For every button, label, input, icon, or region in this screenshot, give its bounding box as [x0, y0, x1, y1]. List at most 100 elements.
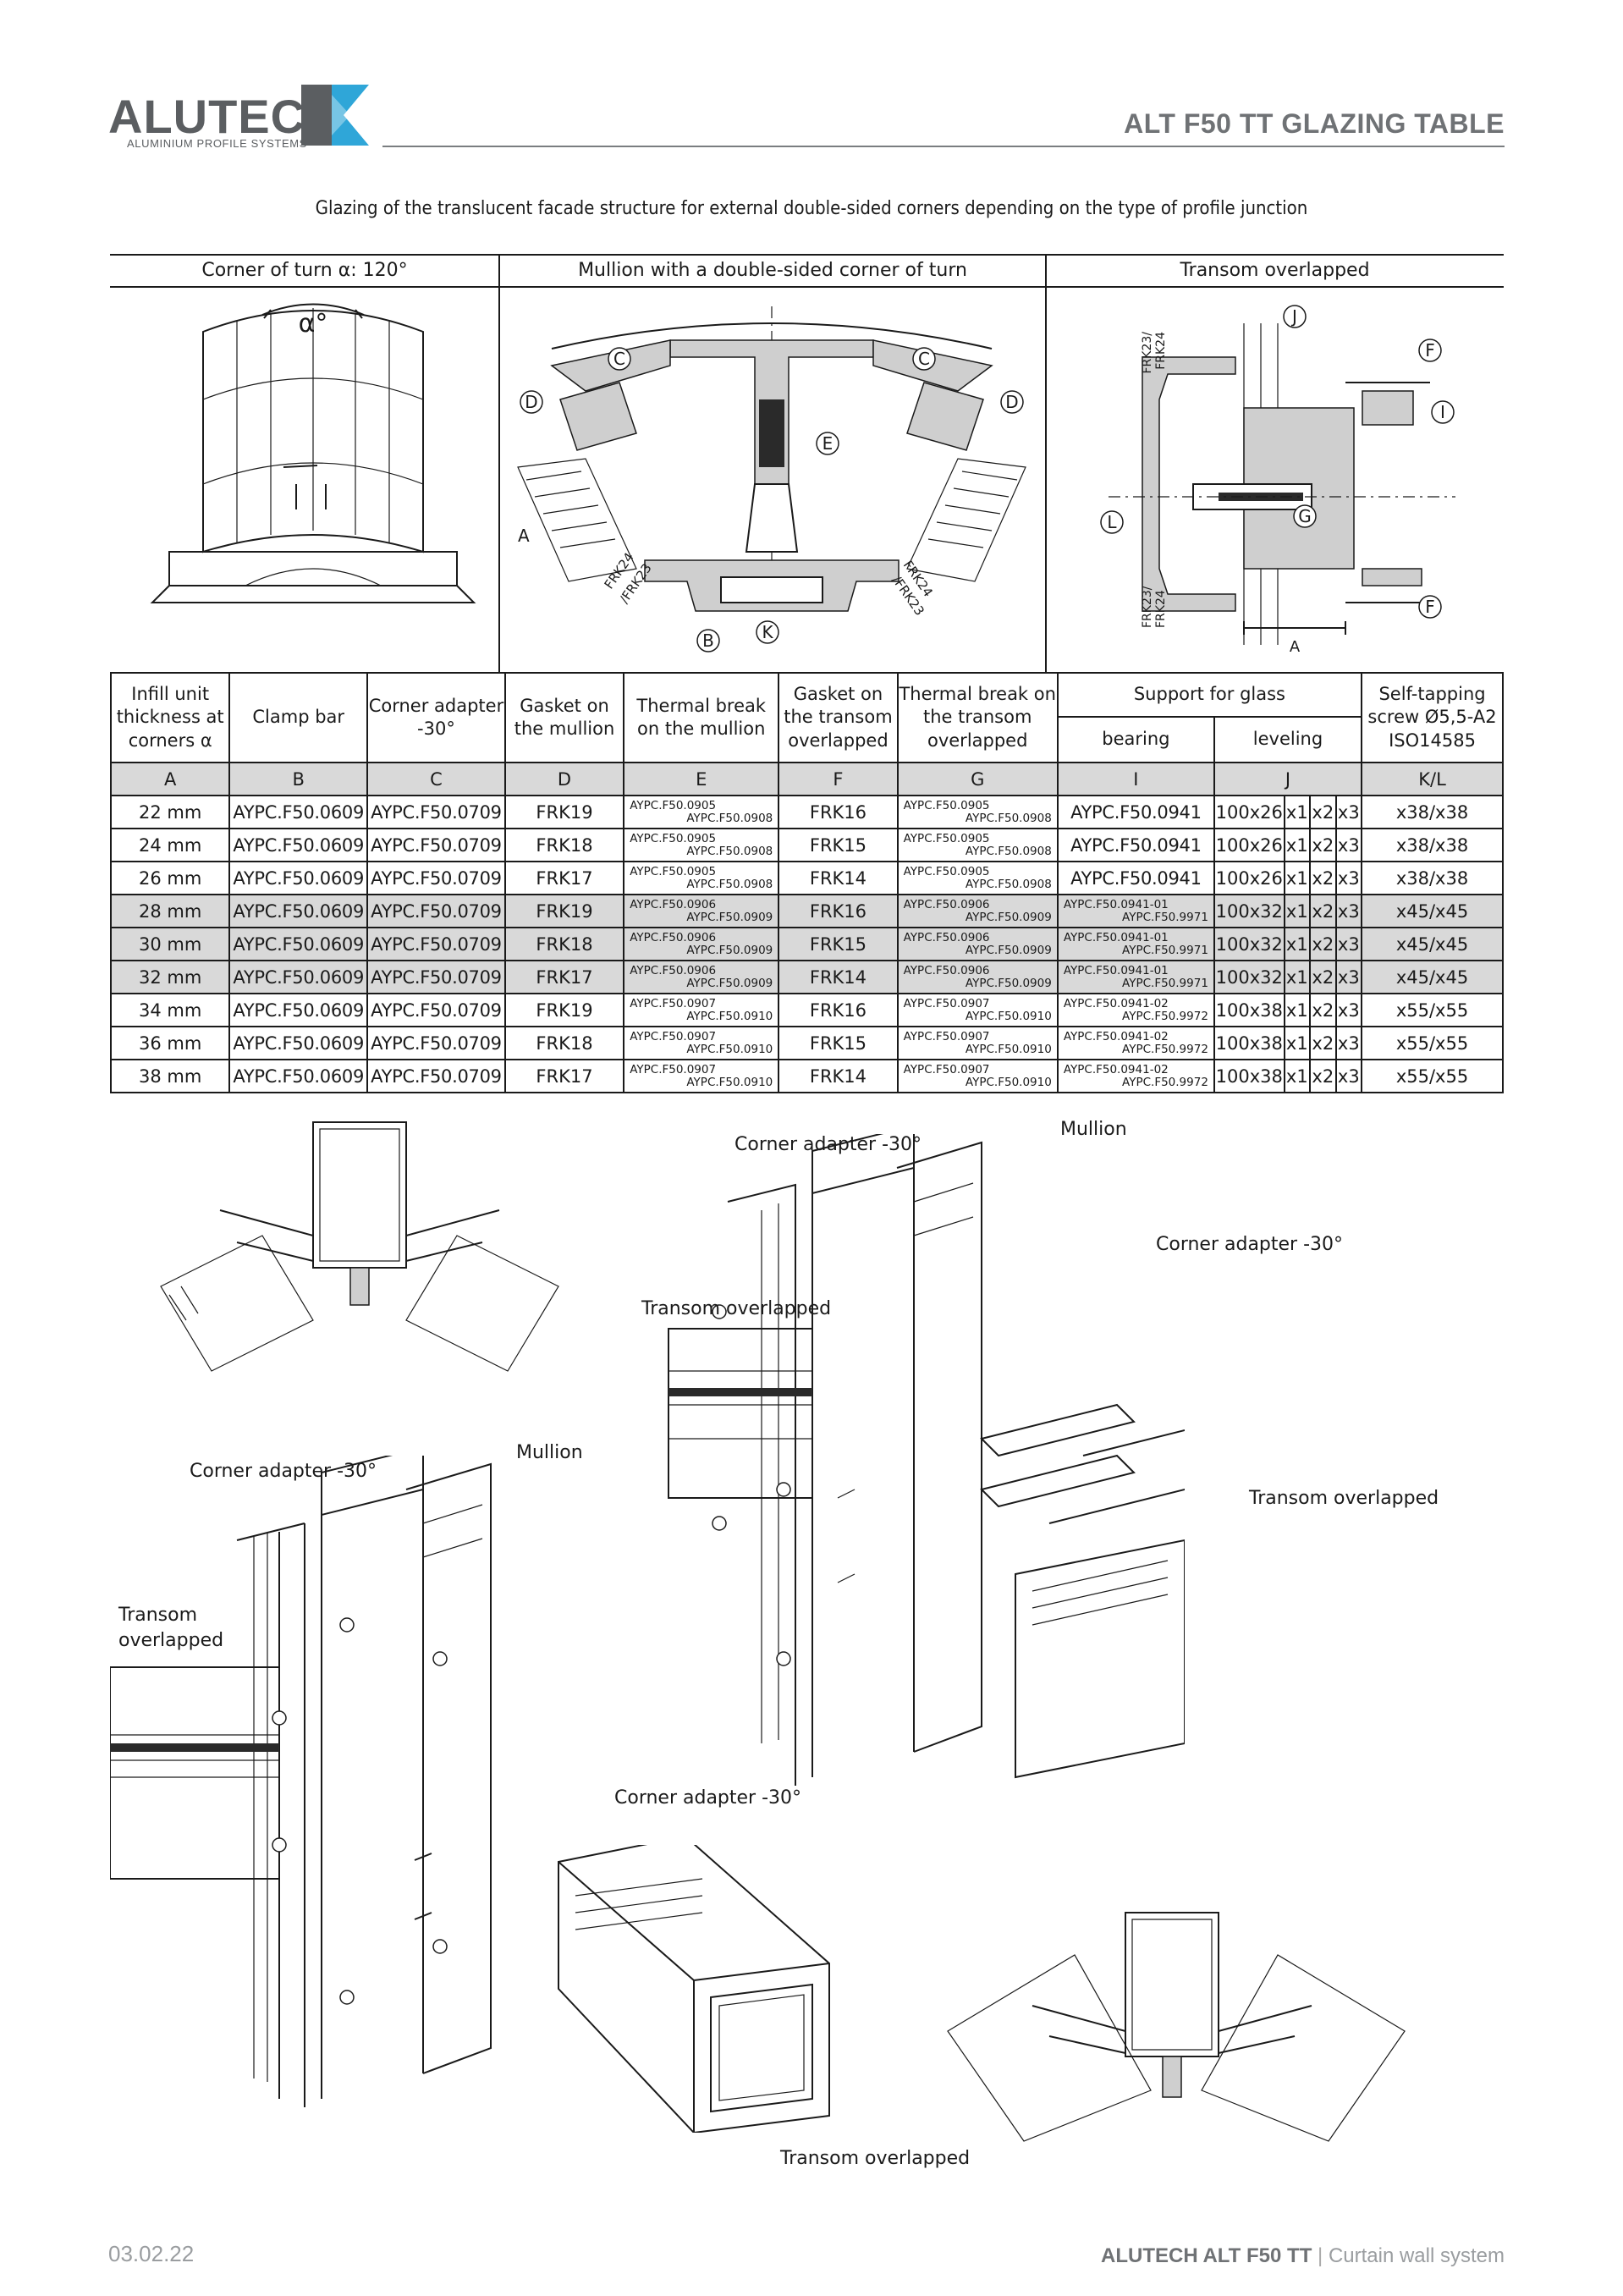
label-transom-line1: Transom [118, 1605, 198, 1626]
part-code: AYPC.F50.0909 [965, 910, 1052, 924]
header-infill: Infill unit thickness at corners α [109, 672, 231, 763]
table-cell: x3 [1334, 894, 1363, 928]
document-title: ALT F50 TT GLAZING TABLE [1124, 108, 1505, 139]
part-code: AYPC.F50.0907 [903, 1030, 990, 1044]
letter-cell: F [778, 762, 899, 796]
table-cell: AYPC.F50.0709 [366, 894, 506, 928]
svg-text:A: A [1290, 638, 1301, 656]
table-cell: FRK15 [778, 828, 899, 862]
part-code: AYPC.F50.9971 [1122, 943, 1208, 957]
letter-cell: J [1213, 762, 1363, 796]
glazing-table: Infill unit thickness at corners α Clamp… [109, 672, 1504, 1093]
letter-cell: D [503, 762, 625, 796]
svg-text:L: L [1107, 512, 1117, 532]
table-cell: x2 [1309, 861, 1337, 895]
part-code: AYPC.F50.0905 [630, 865, 717, 879]
dim-a-label: A [518, 526, 530, 546]
label-corner-adapter: Corner adapter -30° [190, 1461, 377, 1482]
footer-brand-name: ALUTECH ALT F50 TT [1101, 2244, 1312, 2267]
table-cell: AYPC.F50.0709 [366, 927, 506, 961]
part-code: AYPC.F50.0906 [903, 931, 990, 945]
table-cell: x3 [1334, 828, 1363, 862]
corner-plan-diagram-top [160, 1121, 559, 1372]
part-code: AYPC.F50.0908 [965, 844, 1052, 858]
table-cell: 100x32 [1213, 894, 1285, 928]
table-cell: AYPC.F50.0941 [1056, 861, 1215, 895]
part-code: AYPC.F50.0907 [630, 997, 717, 1011]
part-code: AYPC.F50.9972 [1122, 1042, 1208, 1056]
table-cell: AYPC.F50.0609 [228, 894, 369, 928]
table-cell: 32 mm [109, 960, 231, 994]
table-cell: AYPC.F50.0609 [228, 861, 369, 895]
footer-brand: ALUTECH ALT F50 TT | Curtain wall system [1101, 2244, 1505, 2268]
part-code: AYPC.F50.9971 [1122, 976, 1208, 990]
header-clamp: Clamp bar [228, 672, 369, 763]
table-cell: x1 [1283, 828, 1312, 862]
table-cell: 100x32 [1213, 960, 1285, 994]
table-cell: AYPC.F50.0609 [228, 795, 369, 829]
transom-section-diagram: A J F I G L F FRK23/ FRK24 FRK23/ FRK24 [1100, 305, 1455, 656]
table-cell: 24 mm [109, 828, 231, 862]
svg-text:C: C [918, 349, 930, 369]
part-code: AYPC.F50.9972 [1122, 1009, 1208, 1023]
header-row: Infill unit thickness at corners α Clamp… [109, 672, 1504, 763]
table-cell: FRK17 [503, 1059, 625, 1093]
part-code: AYPC.F50.0906 [903, 898, 990, 912]
svg-text:FRK23/: FRK23/ [1141, 332, 1154, 374]
table-cell: FRK18 [503, 927, 625, 961]
table-cell: x1 [1283, 1026, 1312, 1060]
table-cell: x2 [1309, 795, 1337, 829]
part-code: AYPC.F50.0908 [965, 811, 1052, 825]
corner-turn-diagram: α° [150, 303, 476, 603]
table-cell: FRK19 [503, 993, 625, 1027]
table-cell: FRK14 [778, 960, 899, 994]
table-cell: x38/x38 [1361, 861, 1504, 895]
table-cell: 100x32 [1213, 927, 1285, 961]
label-transom-overlapped: Transom overlapped [641, 1298, 832, 1319]
svg-text:D: D [525, 392, 537, 412]
divider [1045, 256, 1047, 674]
table-cell: x1 [1283, 960, 1312, 994]
table-cell: 28 mm [109, 894, 231, 928]
part-code: AYPC.F50.0909 [965, 976, 1052, 990]
part-code: AYPC.F50.0905 [630, 799, 717, 813]
table-cell: FRK15 [778, 1026, 899, 1060]
letters-row: A B C D E F G I J K/L [109, 762, 1504, 796]
part-code: AYPC.F50.0941-01 [1063, 931, 1169, 945]
table-cell: FRK17 [503, 861, 625, 895]
header-thermal-break-mullion: Thermal break on the mullion [623, 672, 780, 763]
part-code: AYPC.F50.0910 [686, 1009, 773, 1023]
table-cell: x1 [1283, 993, 1312, 1027]
table-cell: x55/x55 [1361, 993, 1504, 1027]
table-cell: AYPC.F50.0709 [366, 795, 506, 829]
header-support: Support for glass [1056, 672, 1363, 718]
svg-text:B: B [702, 630, 714, 651]
footer-date: 03.02.22 [108, 2241, 195, 2266]
table-cell: x2 [1309, 927, 1337, 961]
table-cell: AYPC.F50.0941 [1056, 795, 1215, 829]
label-corner-adapter: Corner adapter -30° [1156, 1234, 1344, 1255]
table-cell: x1 [1283, 1059, 1312, 1093]
svg-text:D: D [1005, 392, 1018, 412]
table-cell: 30 mm [109, 927, 231, 961]
part-code: AYPC.F50.0905 [903, 832, 990, 846]
table-cell: 22 mm [109, 795, 231, 829]
table-cell: AYPC.F50.0609 [228, 960, 369, 994]
part-code: AYPC.F50.0905 [903, 799, 990, 813]
section-title-corner: Corner of turn α: 120° [110, 256, 499, 288]
letter-cell: I [1056, 762, 1215, 796]
table-cell: AYPC.F50.0609 [228, 927, 369, 961]
table-cell: x2 [1309, 828, 1337, 862]
